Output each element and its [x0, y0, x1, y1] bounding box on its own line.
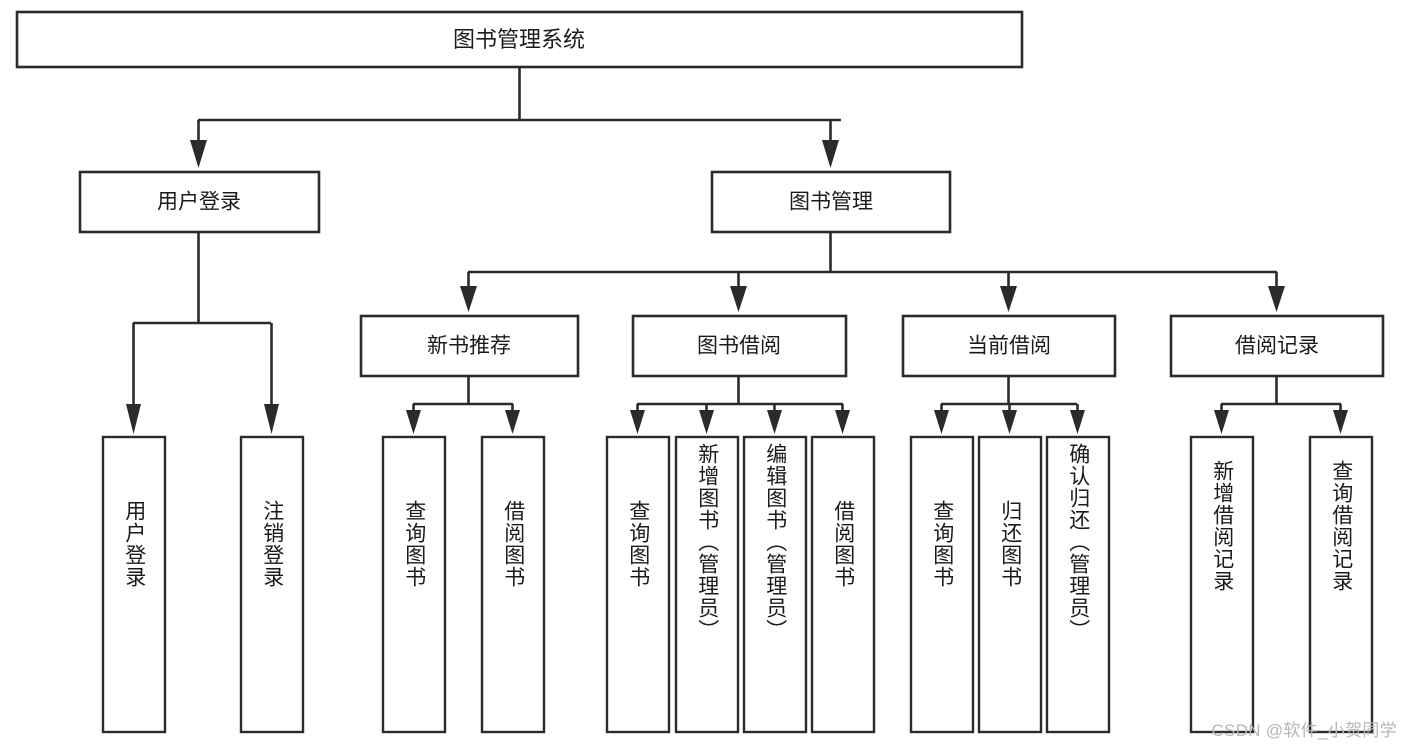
leaf-box-7[interactable]	[742, 435, 808, 734]
leaf-box-13[interactable]	[1308, 435, 1374, 734]
leaf-box-11[interactable]	[1045, 435, 1111, 734]
leaf-box-2[interactable]	[239, 435, 305, 734]
node-user-login[interactable]: 用户登录	[78, 170, 321, 234]
node-user-login-label: 用户登录	[157, 191, 241, 214]
connector-group-root	[190, 67, 841, 168]
connector-group-book-borrow	[630, 377, 850, 434]
arrowhead-leaf-4	[505, 410, 520, 434]
node-borrow-record-label: 借阅记录	[1235, 335, 1319, 358]
leaf-box-6[interactable]	[674, 435, 740, 734]
node-book-borrow-label: 图书借阅	[697, 335, 781, 358]
arrowhead-leaf-12	[1214, 410, 1229, 434]
arrowhead-leaf-6	[699, 410, 714, 434]
node-borrow-record[interactable]: 借阅记录	[1169, 314, 1385, 378]
arrowhead-to-new-book-rec	[460, 286, 477, 312]
leaf-box-8[interactable]	[810, 435, 876, 734]
leaf-box-9[interactable]	[909, 435, 975, 734]
arrowhead-leaf-3	[406, 410, 421, 434]
node-current-borrow[interactable]: 当前借阅	[901, 314, 1117, 378]
arrowhead-to-book-manage	[822, 140, 839, 168]
node-root-box[interactable]	[15, 10, 1024, 69]
arrowhead-leaf-13	[1333, 410, 1348, 434]
node-book-manage-box[interactable]	[710, 170, 952, 234]
arrowhead-to-current-borrow	[1000, 286, 1017, 312]
arrowhead-leaf-5	[630, 410, 645, 434]
node-current-borrow-label: 当前借阅	[967, 335, 1051, 358]
leaf-box-4[interactable]	[480, 435, 546, 734]
node-root[interactable]: 图书管理系统	[15, 10, 1024, 69]
arrowhead-to-user-login	[190, 140, 207, 168]
watermark-text: CSDN @软件_小贺同学	[1211, 721, 1397, 740]
node-new-book-rec[interactable]: 新书推荐	[359, 314, 580, 378]
node-new-book-rec-box[interactable]	[359, 314, 580, 378]
node-book-manage-label: 图书管理	[789, 191, 873, 214]
arrowhead-leaf-8	[835, 410, 850, 434]
node-book-borrow[interactable]: 图书借阅	[631, 314, 848, 378]
connector-group-current-borrow	[934, 377, 1085, 434]
connector-group-book-manage	[460, 232, 1285, 312]
leaf-boxes	[101, 435, 1374, 734]
node-book-manage[interactable]: 图书管理	[710, 170, 952, 234]
node-root-label: 图书管理系统	[453, 27, 585, 52]
arrowhead-leaf-1	[126, 404, 141, 434]
leaf-box-5[interactable]	[605, 435, 671, 734]
arrowhead-leaf-2	[264, 404, 279, 434]
arrowhead-leaf-11	[1070, 410, 1085, 434]
connector-group-user-login	[126, 232, 279, 434]
node-book-borrow-box[interactable]	[631, 314, 848, 378]
node-user-login-box[interactable]	[78, 170, 321, 234]
node-borrow-record-box[interactable]	[1169, 314, 1385, 378]
node-new-book-rec-label: 新书推荐	[427, 335, 511, 358]
leaf-box-3[interactable]	[381, 435, 447, 734]
connector-group-borrow-record	[1214, 377, 1348, 434]
leaf-box-10[interactable]	[977, 435, 1043, 734]
node-current-borrow-box[interactable]	[901, 314, 1117, 378]
arrowhead-leaf-10	[1002, 410, 1017, 434]
leaf-box-12[interactable]	[1189, 435, 1255, 734]
arrowhead-to-borrow-record	[1268, 286, 1285, 312]
arrowhead-leaf-9	[934, 410, 949, 434]
arrowhead-to-book-borrow	[730, 286, 747, 312]
leaf-box-1[interactable]	[101, 435, 167, 734]
arrowhead-leaf-7	[767, 410, 782, 434]
connector-group-new-book-rec	[406, 377, 520, 434]
